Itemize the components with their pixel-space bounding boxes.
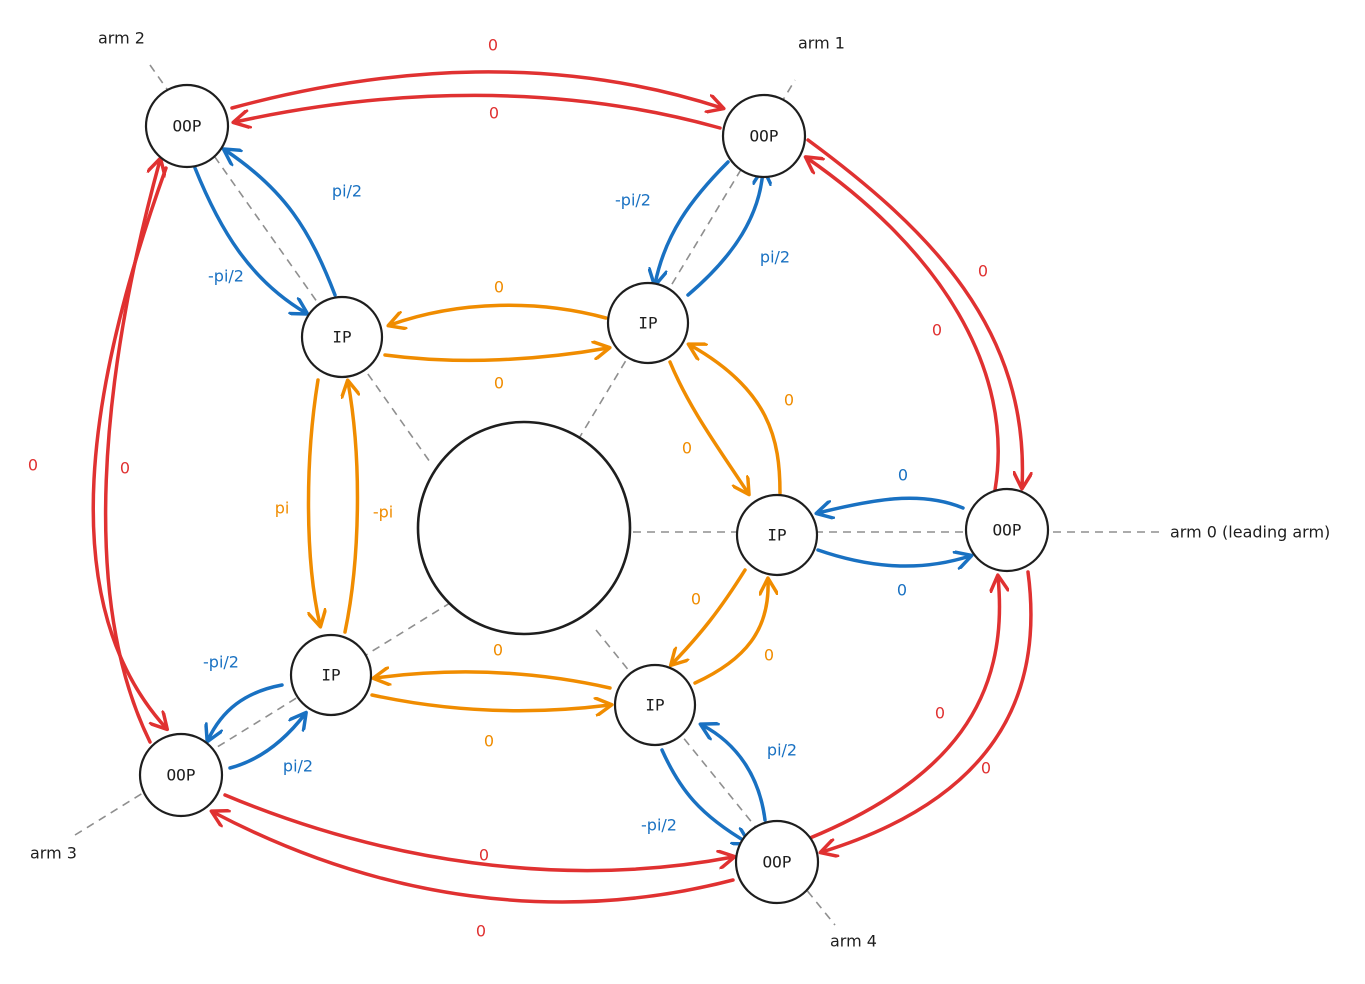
label-oop2-to-ip2: -pi/2 <box>208 267 244 286</box>
edge-oop1-to-oop0 <box>806 138 1022 487</box>
oop-node-1: OOP <box>721 93 807 179</box>
edge-ip0-to-oop0 <box>816 548 970 566</box>
edge-ip3-to-oop3 <box>228 714 305 770</box>
edge-ip1-to-ip2 <box>390 303 608 325</box>
ip-node-1: IP <box>606 281 690 365</box>
label-oop3-to-oop4: 0 <box>479 846 489 865</box>
oop-node-3-label: OOP <box>167 766 196 785</box>
edge-ip1-to-ip0 <box>668 360 748 493</box>
ip-node-2-label: IP <box>332 328 351 347</box>
oop-node-4: OOP <box>734 819 820 905</box>
ip-node-4: IP <box>613 663 697 747</box>
arm3-label: arm 3 <box>30 844 77 863</box>
ip-node-0-label: IP <box>767 526 786 545</box>
label-ip1-to-ip2: 0 <box>494 278 504 297</box>
oop-node-4-label: OOP <box>763 853 792 872</box>
edge-oop1-to-ip1 <box>655 160 730 284</box>
edge-ip4-to-ip3 <box>375 672 612 690</box>
arm4-label: arm 4 <box>830 932 877 951</box>
label-ip1-to-oop1: pi/2 <box>760 248 790 267</box>
edge-oop3-to-ip3 <box>208 683 284 740</box>
edge-ip3-to-ip4 <box>370 693 610 711</box>
label-ip2-to-ip3: pi <box>275 499 290 518</box>
label-oop4-to-oop3: 0 <box>476 922 486 941</box>
label-oop3-to-oop2: 0 <box>120 459 130 478</box>
label-ip3-to-ip4: 0 <box>484 732 494 751</box>
label-oop1-to-ip1: -pi/2 <box>615 191 651 210</box>
edge-ip3-to-ip2 <box>345 382 357 634</box>
edge-ip0-to-ip4 <box>672 568 747 664</box>
oop-node-2: OOP <box>144 83 230 169</box>
edge-ip4-to-oop4 <box>702 725 767 822</box>
edge-oop4-to-oop3 <box>213 812 735 904</box>
label-ip4-to-ip0: 0 <box>764 646 774 665</box>
oop-node-2-label: OOP <box>173 117 202 136</box>
ip-node-1-label: IP <box>638 314 657 333</box>
oop-ring-edges <box>91 70 1033 904</box>
edge-ip2-to-ip1 <box>383 348 608 363</box>
center-hub <box>416 420 632 636</box>
ip-node-3-label: IP <box>321 666 340 685</box>
ip-ring-edges <box>306 303 782 711</box>
edge-oop3-to-oop2 <box>103 160 160 744</box>
label-oop0-to-oop4: 0 <box>981 759 991 778</box>
label-ip0-to-ip4: 0 <box>691 590 701 609</box>
label-oop4-to-oop0: 0 <box>935 704 945 723</box>
label-ip3-to-oop3: pi/2 <box>283 757 313 776</box>
label-ip3-to-ip2: -pi <box>373 503 393 522</box>
ip-node-3: IP <box>289 633 373 717</box>
edge-ip0-to-ip1 <box>690 345 782 495</box>
edge-oop0-to-oop1 <box>807 158 1000 492</box>
edge-oop1-to-oop2 <box>235 93 722 128</box>
edge-oop3-to-oop4 <box>223 793 733 873</box>
edge-ip1-to-oop1 <box>686 170 763 297</box>
label-oop0-to-oop1: 0 <box>932 321 942 340</box>
edge-oop4-to-ip4 <box>660 748 748 843</box>
oop-ring-edge-labels: 0 0 0 0 0 0 0 0 0 0 <box>28 36 991 941</box>
label-oop3-to-ip3: -pi/2 <box>203 653 239 672</box>
label-ip0-to-ip1: 0 <box>784 391 794 410</box>
oop-ip-edges <box>193 150 970 843</box>
ip-ring-edge-labels: 0 0 0 0 0 0 0 0 pi -pi <box>275 278 794 751</box>
edge-oop4-to-oop0 <box>808 577 999 840</box>
arm0-label: arm 0 (leading arm) <box>1170 523 1330 542</box>
edge-ip2-to-ip3 <box>306 378 320 625</box>
arm2-label: arm 2 <box>98 29 145 48</box>
label-ip1-to-ip0: 0 <box>682 439 692 458</box>
edge-oop0-to-ip0 <box>818 496 965 513</box>
ip-node-2: IP <box>300 295 384 379</box>
edge-ip2-to-oop2 <box>225 150 337 297</box>
ip-node-0: IP <box>735 493 819 577</box>
oop-node-0: OOP <box>964 487 1050 573</box>
edge-oop0-to-oop4 <box>822 570 1033 852</box>
label-ip4-to-ip3: 0 <box>493 641 503 660</box>
oop-ip-edge-labels: pi/2 -pi/2 -pi/2 pi/2 0 0 pi/2 -pi/2 -pi… <box>203 182 908 835</box>
label-oop2-to-oop1: 0 <box>488 36 498 55</box>
label-ip4-to-oop4: pi/2 <box>767 741 797 760</box>
label-ip2-to-ip1: 0 <box>494 374 504 393</box>
label-oop2-to-oop3: 0 <box>28 456 38 475</box>
oop-node-1-label: OOP <box>750 127 779 146</box>
label-oop4-to-ip4: -pi/2 <box>641 816 677 835</box>
ip-node-4-label: IP <box>645 696 664 715</box>
arm3-axis <box>74 602 451 836</box>
arm1-label: arm 1 <box>798 34 845 53</box>
edge-oop2-to-ip2 <box>193 166 306 313</box>
label-ip2-to-oop2: pi/2 <box>332 182 362 201</box>
label-oop0-to-ip0: 0 <box>898 466 908 485</box>
oop-node-3: OOP <box>138 732 224 818</box>
edge-ip4-to-ip0 <box>693 580 768 685</box>
edge-oop2-to-oop3 <box>91 166 166 728</box>
label-ip0-to-oop0: 0 <box>897 581 907 600</box>
label-oop1-to-oop0: 0 <box>978 262 988 281</box>
label-oop1-to-oop2: 0 <box>489 104 499 123</box>
edge-oop2-to-oop1 <box>230 70 722 108</box>
arm2-axis <box>149 64 431 463</box>
oop-node-0-label: OOP <box>993 521 1022 540</box>
